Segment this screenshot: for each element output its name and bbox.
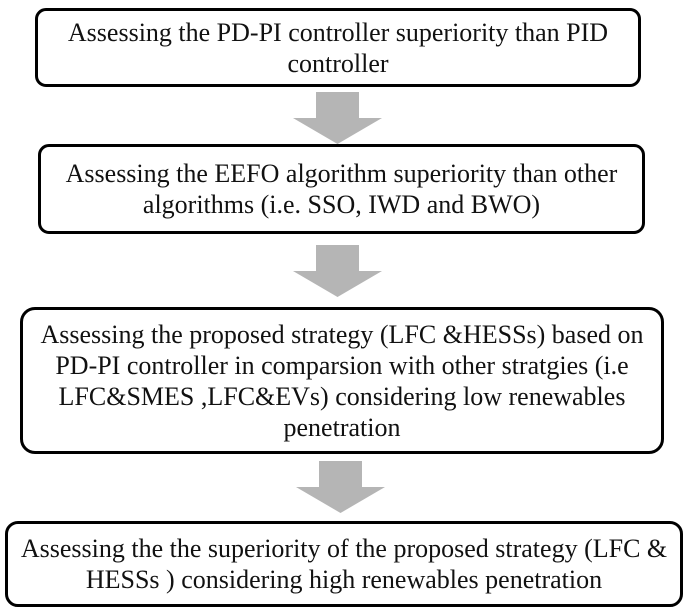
flow-step-1: Assessing the PD-PI controller superiori… (35, 8, 641, 87)
flow-step-4: Assessing the the superiority of the pro… (5, 521, 683, 607)
flow-step-3-text: Assessing the proposed strategy (LFC &HE… (40, 319, 644, 442)
down-arrow-icon (293, 92, 382, 144)
flow-step-4-text: Assessing the the superiority of the pro… (20, 534, 668, 594)
down-arrow-icon (293, 245, 382, 297)
down-arrow-shape (296, 461, 385, 513)
flow-step-3: Assessing the proposed strategy (LFC &HE… (20, 307, 664, 454)
flow-step-2-text: Assessing the EEFO algorithm superiority… (65, 159, 618, 219)
flow-step-1-text: Assessing the PD-PI controller superiori… (67, 17, 609, 78)
flow-step-2: Assessing the EEFO algorithm superiority… (38, 144, 645, 234)
down-arrow-shape (293, 245, 382, 297)
down-arrow-shape (293, 92, 382, 144)
down-arrow-icon (296, 461, 385, 513)
